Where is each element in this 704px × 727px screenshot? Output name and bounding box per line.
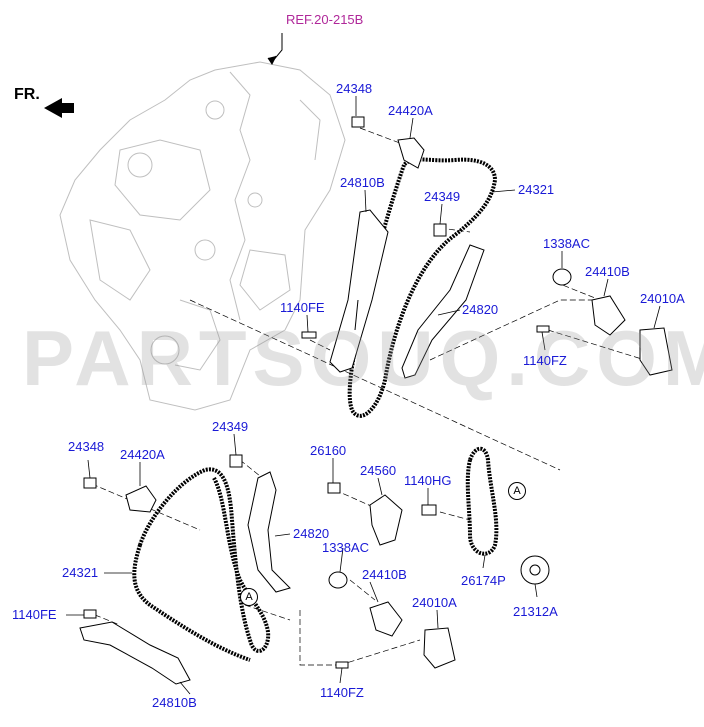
- leader-lines: [66, 96, 661, 695]
- part-24349-bottom[interactable]: 24349: [212, 419, 249, 434]
- ref-leader: [267, 33, 283, 65]
- part-1140fe-top[interactable]: 1140FE: [280, 300, 325, 315]
- top-small-parts: [301, 116, 673, 376]
- top-timing-chain: [347, 157, 498, 418]
- part-24349-top[interactable]: 24349: [424, 189, 461, 204]
- part-26160[interactable]: 26160: [310, 443, 347, 458]
- part-24321-top[interactable]: 24321: [518, 182, 555, 197]
- part-24810b-top[interactable]: 24810B: [340, 175, 385, 190]
- part-1140fe-bottom[interactable]: 1140FE: [12, 607, 57, 622]
- part-24410b-bottom[interactable]: 24410B: [362, 567, 407, 582]
- ref-label[interactable]: REF.20-215B: [286, 12, 364, 27]
- part-1140hg[interactable]: 1140HG: [404, 473, 452, 488]
- part-21312a[interactable]: 21312A: [513, 604, 558, 619]
- bottom-small-parts: [83, 454, 550, 669]
- top-guide-24810b: [329, 209, 389, 373]
- part-26174p[interactable]: 26174P: [461, 573, 506, 588]
- bottom-guide-24820: [247, 471, 291, 593]
- part-24560[interactable]: 24560: [360, 463, 397, 478]
- top-guide-24820: [401, 244, 485, 379]
- part-24820-bottom[interactable]: 24820: [293, 526, 330, 541]
- part-24321-bottom[interactable]: 24321: [62, 565, 99, 580]
- part-1140fz-top[interactable]: 1140FZ: [523, 353, 567, 368]
- part-24348-top[interactable]: 24348: [336, 81, 373, 96]
- front-label: FR.: [14, 86, 40, 103]
- bottom-guide-24810b: [79, 621, 191, 685]
- part-24010a-top[interactable]: 24010A: [640, 291, 685, 306]
- part-1140fz-bottom[interactable]: 1140FZ: [320, 685, 364, 700]
- part-1338ac-top[interactable]: 1338AC: [543, 236, 590, 251]
- part-24010a-bottom[interactable]: 24010A: [412, 595, 457, 610]
- part-24810b-bottom[interactable]: 24810B: [152, 695, 197, 710]
- callout-a-left: A: [240, 588, 258, 606]
- part-24420a-top[interactable]: 24420A: [388, 103, 433, 118]
- part-24420a-bottom[interactable]: 24420A: [120, 447, 165, 462]
- part-1338ac-bottom[interactable]: 1338AC: [322, 540, 369, 555]
- part-24348-bottom[interactable]: 24348: [68, 439, 105, 454]
- part-24410b-top[interactable]: 24410B: [585, 264, 630, 279]
- front-arrow-icon: [44, 98, 74, 118]
- bottom-timing-chain: [132, 446, 499, 662]
- watermark: PARTSOUQ.COM: [22, 314, 704, 402]
- engine-block-outline: [59, 61, 346, 411]
- part-24820-top[interactable]: 24820: [462, 302, 499, 317]
- callout-a-right: A: [508, 482, 526, 500]
